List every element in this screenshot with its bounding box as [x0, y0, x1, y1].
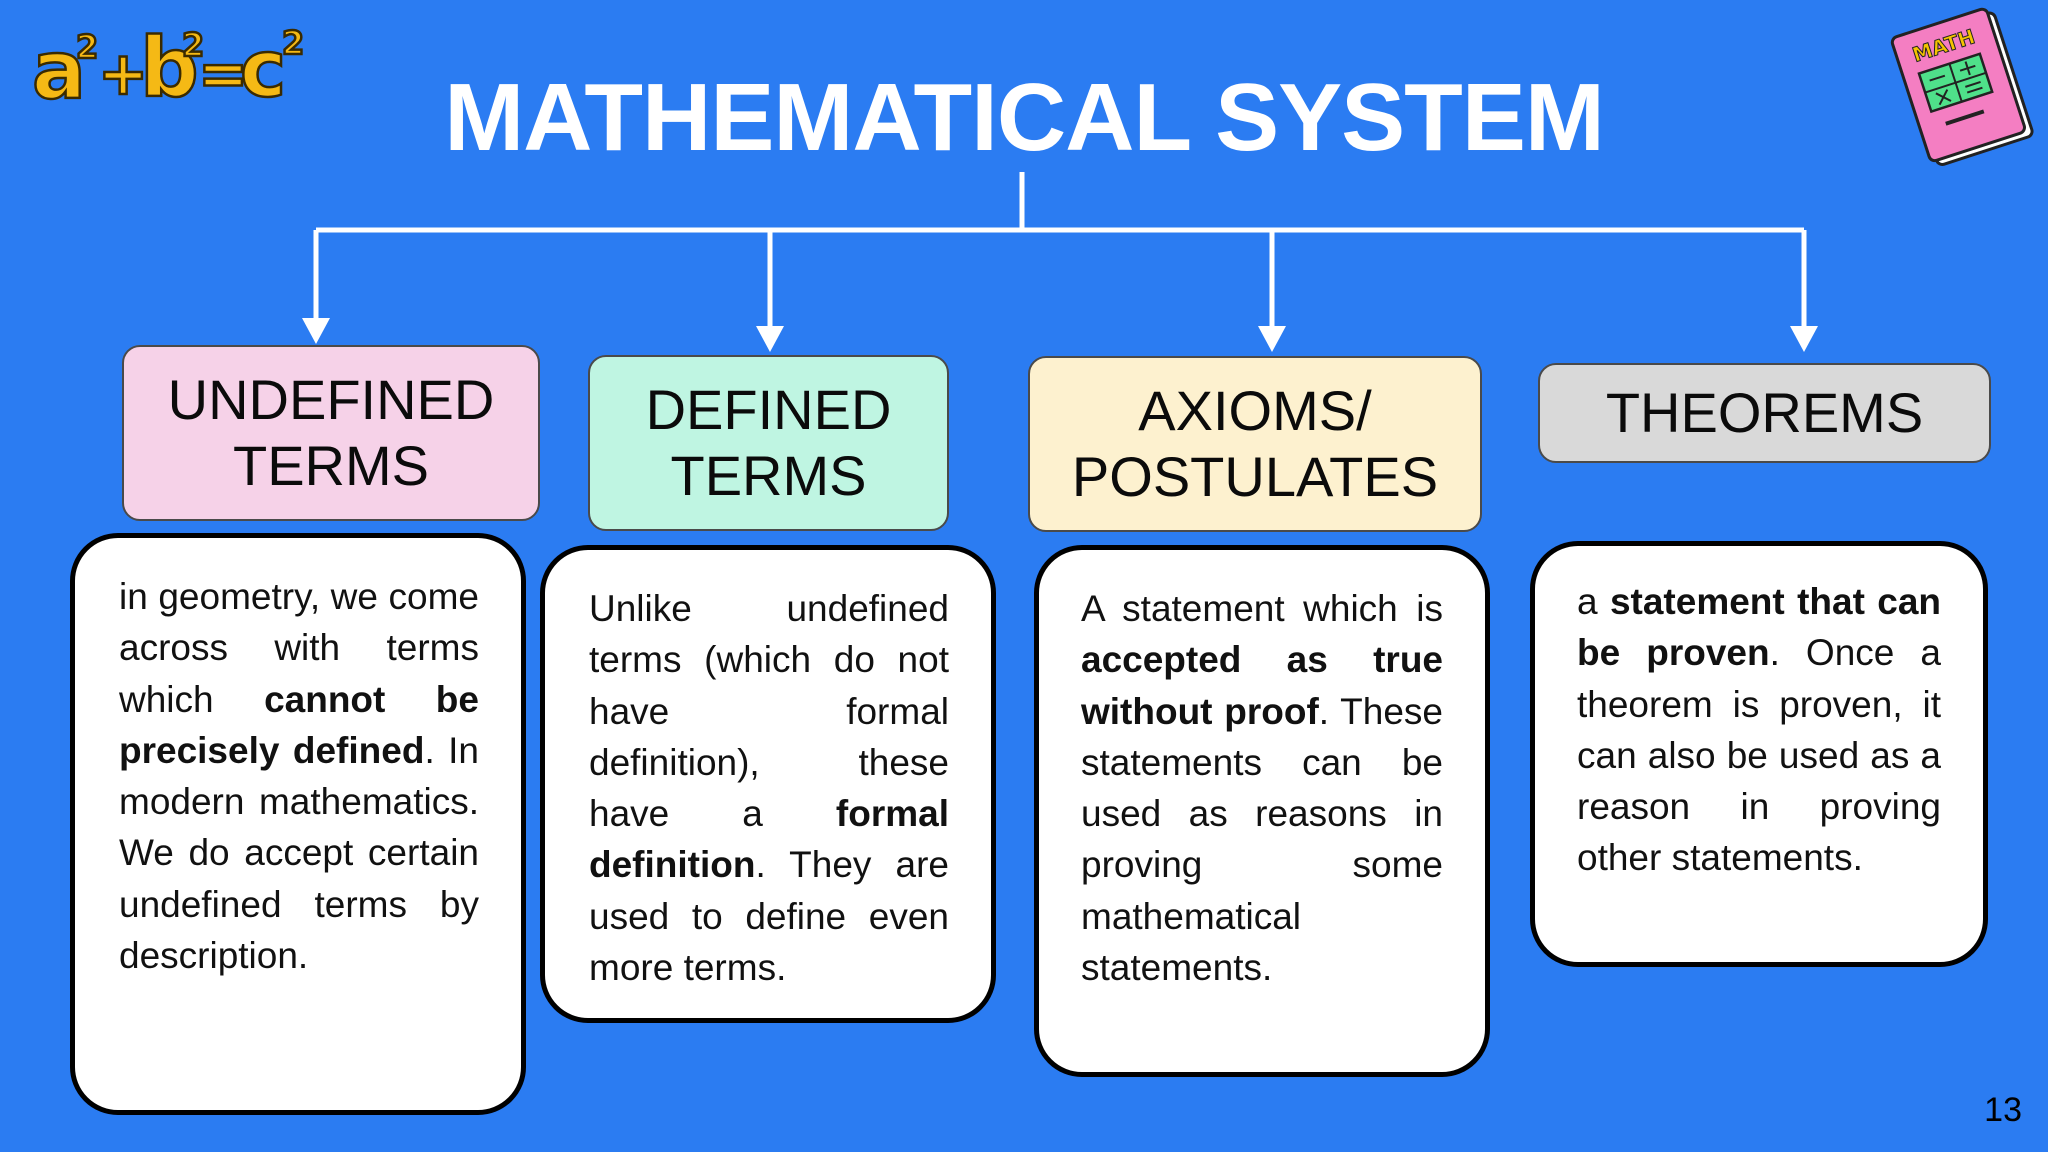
body-text: . These statements can be used as reason… [1081, 690, 1443, 989]
formula-exp-a: 2 [76, 28, 98, 66]
body-text: . They are used to define even more term… [589, 844, 949, 989]
formula-equals: = [198, 39, 248, 109]
formula-b: b [140, 21, 199, 110]
formula-a: a [32, 24, 86, 110]
arrow-axioms [1258, 326, 1286, 352]
arrow-undefined [302, 318, 330, 344]
formula-plus: + [98, 39, 148, 109]
header-axioms-postulates: AXIOMS/POSTULATES [1028, 356, 1482, 532]
header-line: AXIOMS/ [1138, 379, 1372, 442]
header-line: POSTULATES [1071, 445, 1439, 508]
header-line: TERMS [233, 434, 429, 497]
description-defined-terms: Unlike undefined terms (which do not hav… [540, 545, 996, 1023]
hierarchy-connector [302, 172, 1818, 352]
formula-exp-c: 2 [282, 24, 304, 62]
slide-title: MATHEMATICAL SYSTEM [444, 64, 1605, 171]
formula-c: c [240, 25, 286, 110]
header-line: UNDEFINED [167, 368, 495, 431]
header-line: TERMS [670, 444, 867, 507]
header-line: THEOREMS [1605, 381, 1924, 444]
math-book-icon: MATH [1890, 7, 2034, 166]
body-text: Unlike undefined terms (which do not hav… [589, 588, 949, 835]
header-theorems: THEOREMS [1538, 363, 1991, 463]
body-text: . Once a theorem is proven, it can also … [1577, 632, 1941, 879]
description-undefined-terms: in geometry, we come across with terms w… [70, 533, 526, 1115]
bold-text: formal definition [589, 793, 949, 886]
body-text: A statement which is [1081, 588, 1443, 629]
body-text: . In modern mathematics. We do accept ce… [119, 729, 479, 977]
bold-text: statement that can be proven [1577, 581, 1941, 674]
page-number: 13 [1984, 1091, 2022, 1129]
bold-text: cannot be precisely defined [119, 678, 479, 771]
formula-exp-b: 2 [182, 26, 204, 64]
description-theorems: a statement that can be proven. Once a t… [1530, 541, 1988, 967]
header-line: DEFINED [645, 378, 892, 441]
pythagorean-formula-icon: a 2 + b 2 = c 2 [32, 20, 306, 110]
description-axioms-postulates: A statement which is accepted as true wi… [1034, 545, 1490, 1077]
body-text: a [1577, 581, 1610, 622]
arrow-theorems [1790, 326, 1818, 352]
body-text: in geometry, we come across with terms w… [119, 576, 479, 720]
bold-text: accepted as true without proof [1081, 639, 1443, 732]
arrow-defined [756, 326, 784, 352]
